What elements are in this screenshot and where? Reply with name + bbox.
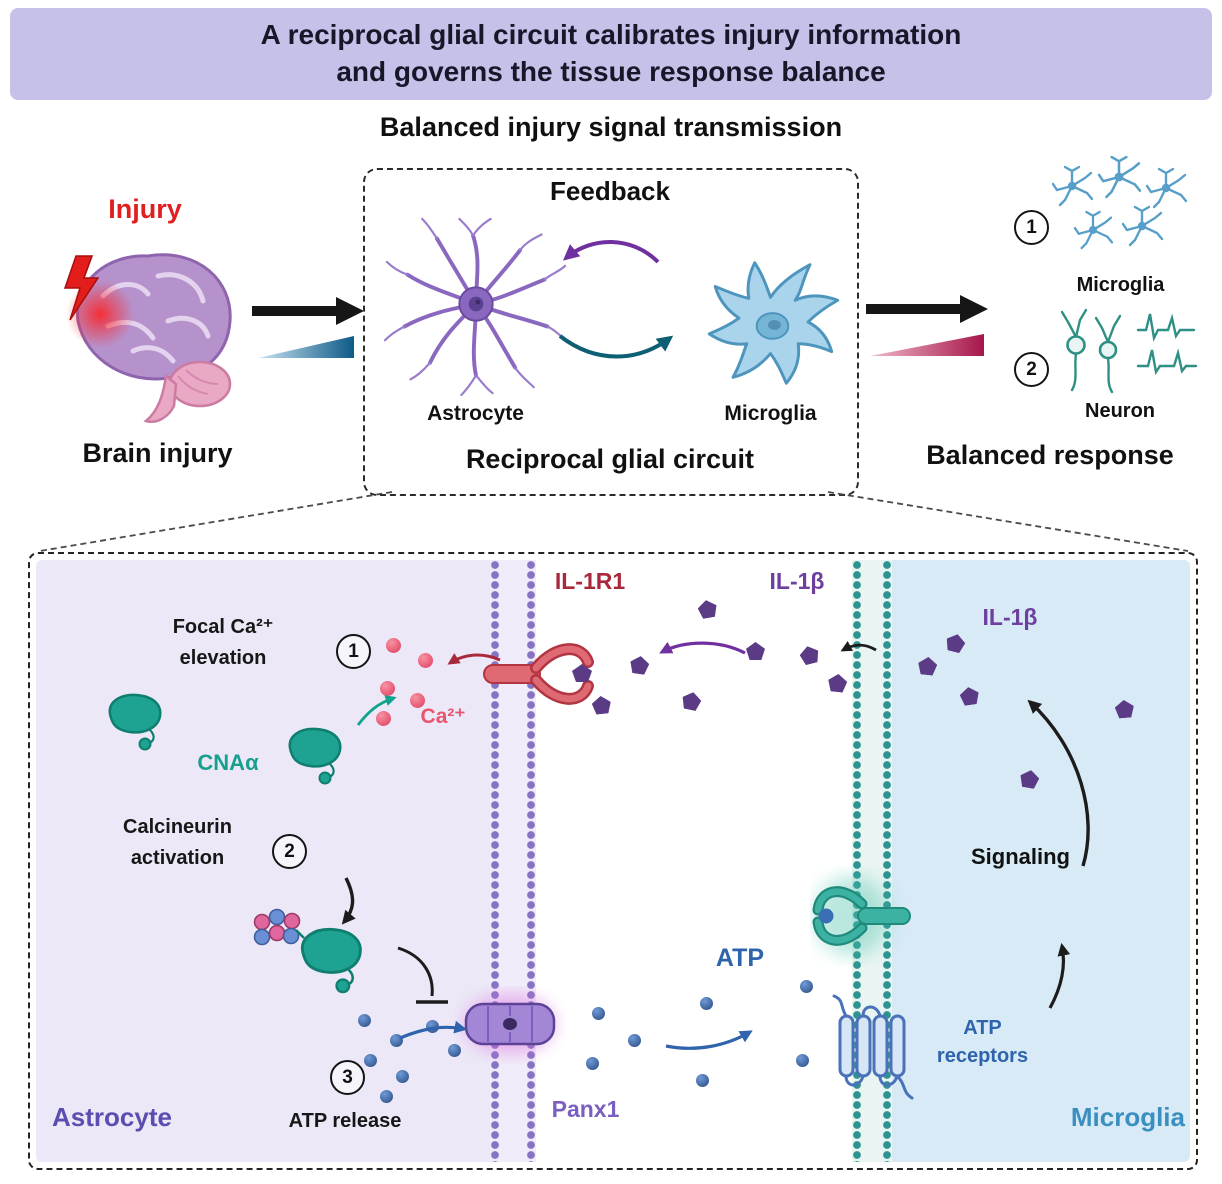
calcineurin-activation-label: Calcineurin activation [70, 812, 285, 874]
response-neuron-label: Neuron [1085, 400, 1155, 422]
response-microglia-label: Microglia [1076, 274, 1165, 296]
step-3-text: 3 [342, 1066, 353, 1088]
response-1-num-text: 1 [1026, 216, 1037, 238]
atp-receptors-line2: receptors [936, 1045, 1029, 1067]
zoom-connector-right [827, 491, 1189, 552]
atp-molecule [380, 1090, 393, 1103]
il1b-molecule [680, 690, 702, 712]
zoom-connector-left [39, 491, 393, 552]
focal-ca-line2: elevation [179, 647, 267, 669]
signal-ramp-blue [258, 336, 354, 358]
feedback-label: Feedback [550, 176, 670, 206]
il1r1-label: IL-1R1 [554, 568, 626, 594]
calcineurin-line1: Calcineurin [123, 816, 232, 838]
focal-ca-label: Focal Ca²⁺ elevation [118, 612, 328, 674]
ca-ion [380, 681, 395, 696]
neuron-illustration [1060, 308, 1198, 394]
cna-protein [108, 693, 162, 751]
title-banner: A reciprocal glial circuit calibrates in… [10, 8, 1212, 100]
atp-molecule [586, 1057, 599, 1070]
ca-ion [376, 711, 391, 726]
balanced-response-label: Balanced response [926, 440, 1174, 470]
brain-injury-label: Brain injury [82, 438, 233, 468]
step-2-badge: 2 [272, 834, 307, 869]
arrow-brain-to-circuit [252, 297, 364, 325]
il1r1-receptor [483, 643, 594, 705]
microglia-illustration [707, 261, 840, 385]
pathway-box: IL-1R1 IL-1β IL-1β Focal Ca²⁺ elevation … [28, 552, 1198, 1170]
response-2-num-text: 2 [1026, 358, 1037, 380]
atp-label: ATP [715, 944, 765, 972]
atp-molecule [628, 1034, 641, 1047]
title-line2: and governs the tissue response balance [336, 56, 886, 87]
il1b-label-right: IL-1β [982, 604, 1038, 630]
step-3-badge: 3 [330, 1060, 365, 1095]
atp-molecule [448, 1044, 461, 1057]
atp-receptors-label: ATP receptors [915, 1014, 1050, 1070]
il1b-molecule [746, 642, 765, 660]
cna-label: CNAα [197, 750, 259, 775]
atp-receptor [832, 994, 914, 1100]
atp-molecule [796, 1054, 809, 1067]
atp-molecule [358, 1014, 371, 1027]
il1b-molecule [827, 673, 848, 693]
step-1-text: 1 [348, 640, 359, 662]
il1b-molecule [697, 598, 719, 619]
atp-molecule [696, 1074, 709, 1087]
cna-protein [288, 727, 342, 785]
atp-molecule [592, 1007, 605, 1020]
atp-molecule [700, 997, 713, 1010]
panx1-label: Panx1 [551, 1096, 620, 1122]
astrocyte-illustration [383, 217, 569, 397]
il1b-molecule [629, 655, 650, 675]
subtitle: Balanced injury signal transmission [379, 112, 843, 142]
microglia-cell-label: Microglia [724, 402, 817, 425]
injury-label: Injury [108, 194, 182, 224]
step-1-badge: 1 [336, 634, 371, 669]
atp-molecule [396, 1070, 409, 1083]
atp-molecule [364, 1054, 377, 1067]
atp-molecule [390, 1034, 403, 1047]
panx1-channel [464, 994, 556, 1054]
ca-ion [410, 693, 425, 708]
ca-label: Ca²⁺ [420, 705, 466, 728]
response-item-1-number: 1 [1014, 210, 1049, 245]
signal-ramp-crimson [870, 334, 984, 356]
brain-illustration [63, 253, 232, 423]
response-item-2-number: 2 [1014, 352, 1049, 387]
astrocyte-cell-label: Astrocyte [427, 402, 524, 425]
il1b-molecule [798, 644, 821, 666]
circuit-label: Reciprocal glial circuit [465, 444, 755, 474]
microglia-teal-receptor [812, 876, 911, 956]
ca-ion [418, 653, 433, 668]
microglia-cluster-illustration [1051, 156, 1188, 250]
circuit-box [363, 168, 859, 496]
focal-ca-line1: Focal Ca²⁺ [172, 616, 274, 638]
signaling-label: Signaling [971, 844, 1070, 869]
atp-receptors-line1: ATP [963, 1017, 1002, 1039]
atp-molecule [800, 980, 813, 993]
step-2-text: 2 [284, 840, 295, 862]
calcineurin-line2: activation [130, 847, 225, 869]
atp-release-label: ATP release [288, 1110, 402, 1132]
atp-molecule [426, 1020, 439, 1033]
microglia-region-label: Microglia [1070, 1102, 1185, 1132]
astrocyte-region-label: Astrocyte [52, 1102, 172, 1132]
ca-ion [386, 638, 401, 653]
calcineurin-complex [253, 908, 362, 994]
arrow-circuit-to-response [866, 295, 988, 323]
title-line1: A reciprocal glial circuit calibrates in… [260, 19, 962, 51]
il1b-label-mid: IL-1β [769, 568, 825, 594]
